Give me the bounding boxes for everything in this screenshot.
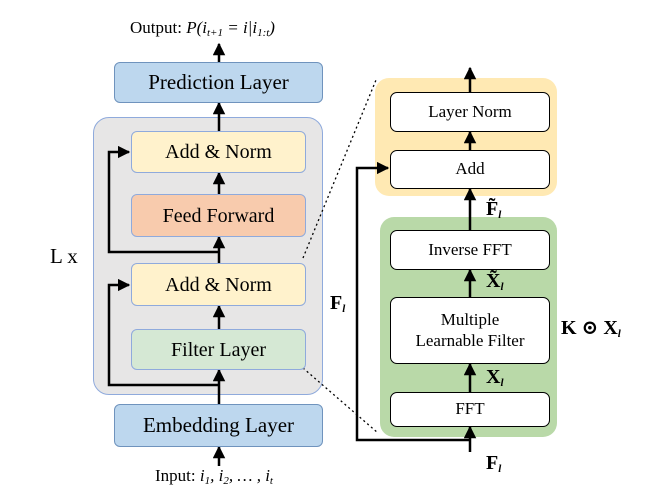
embedding-layer: Embedding Layer	[114, 404, 323, 447]
x-label: Xl	[486, 366, 504, 389]
filter-layer: Filter Layer	[131, 329, 306, 370]
multiple-learnable-filter-box: Multiple Learnable Filter	[390, 297, 550, 364]
input-sequence: i1, i2, … , it	[199, 466, 273, 487]
inverse-fft-box: Inverse FFT	[390, 230, 550, 270]
feed-forward-layer: Feed Forward	[131, 194, 306, 237]
fft-box: FFT	[390, 392, 550, 427]
residual-arrow-right	[355, 161, 470, 442]
layer-norm-box: Layer Norm	[390, 92, 550, 132]
output-label: Output: P(it+1 = i|i1:t)	[130, 18, 275, 39]
add-box: Add	[390, 150, 550, 189]
kx-label: K ⊙ Xl	[561, 317, 621, 340]
residual-arrow-upper	[107, 145, 219, 254]
add-norm-bottom: Add & Norm	[131, 263, 306, 306]
input-label: Input: i1, i2, … , it	[155, 466, 273, 487]
f-tilde-label: F̃l	[486, 198, 502, 221]
output-formula: P(it+1 = i|i1:t)	[186, 18, 275, 39]
zoom-line-top	[302, 79, 377, 259]
prediction-layer: Prediction Layer	[114, 62, 323, 103]
skip-input-label: Fl	[330, 292, 346, 315]
x-tilde-label: X̃l	[486, 270, 504, 293]
repeat-label: L x	[50, 244, 78, 268]
residual-arrow-lower	[107, 278, 219, 387]
add-norm-top: Add & Norm	[131, 131, 306, 173]
zoom-line-bottom	[302, 367, 379, 434]
f-bottom-label: Fl	[486, 452, 502, 475]
